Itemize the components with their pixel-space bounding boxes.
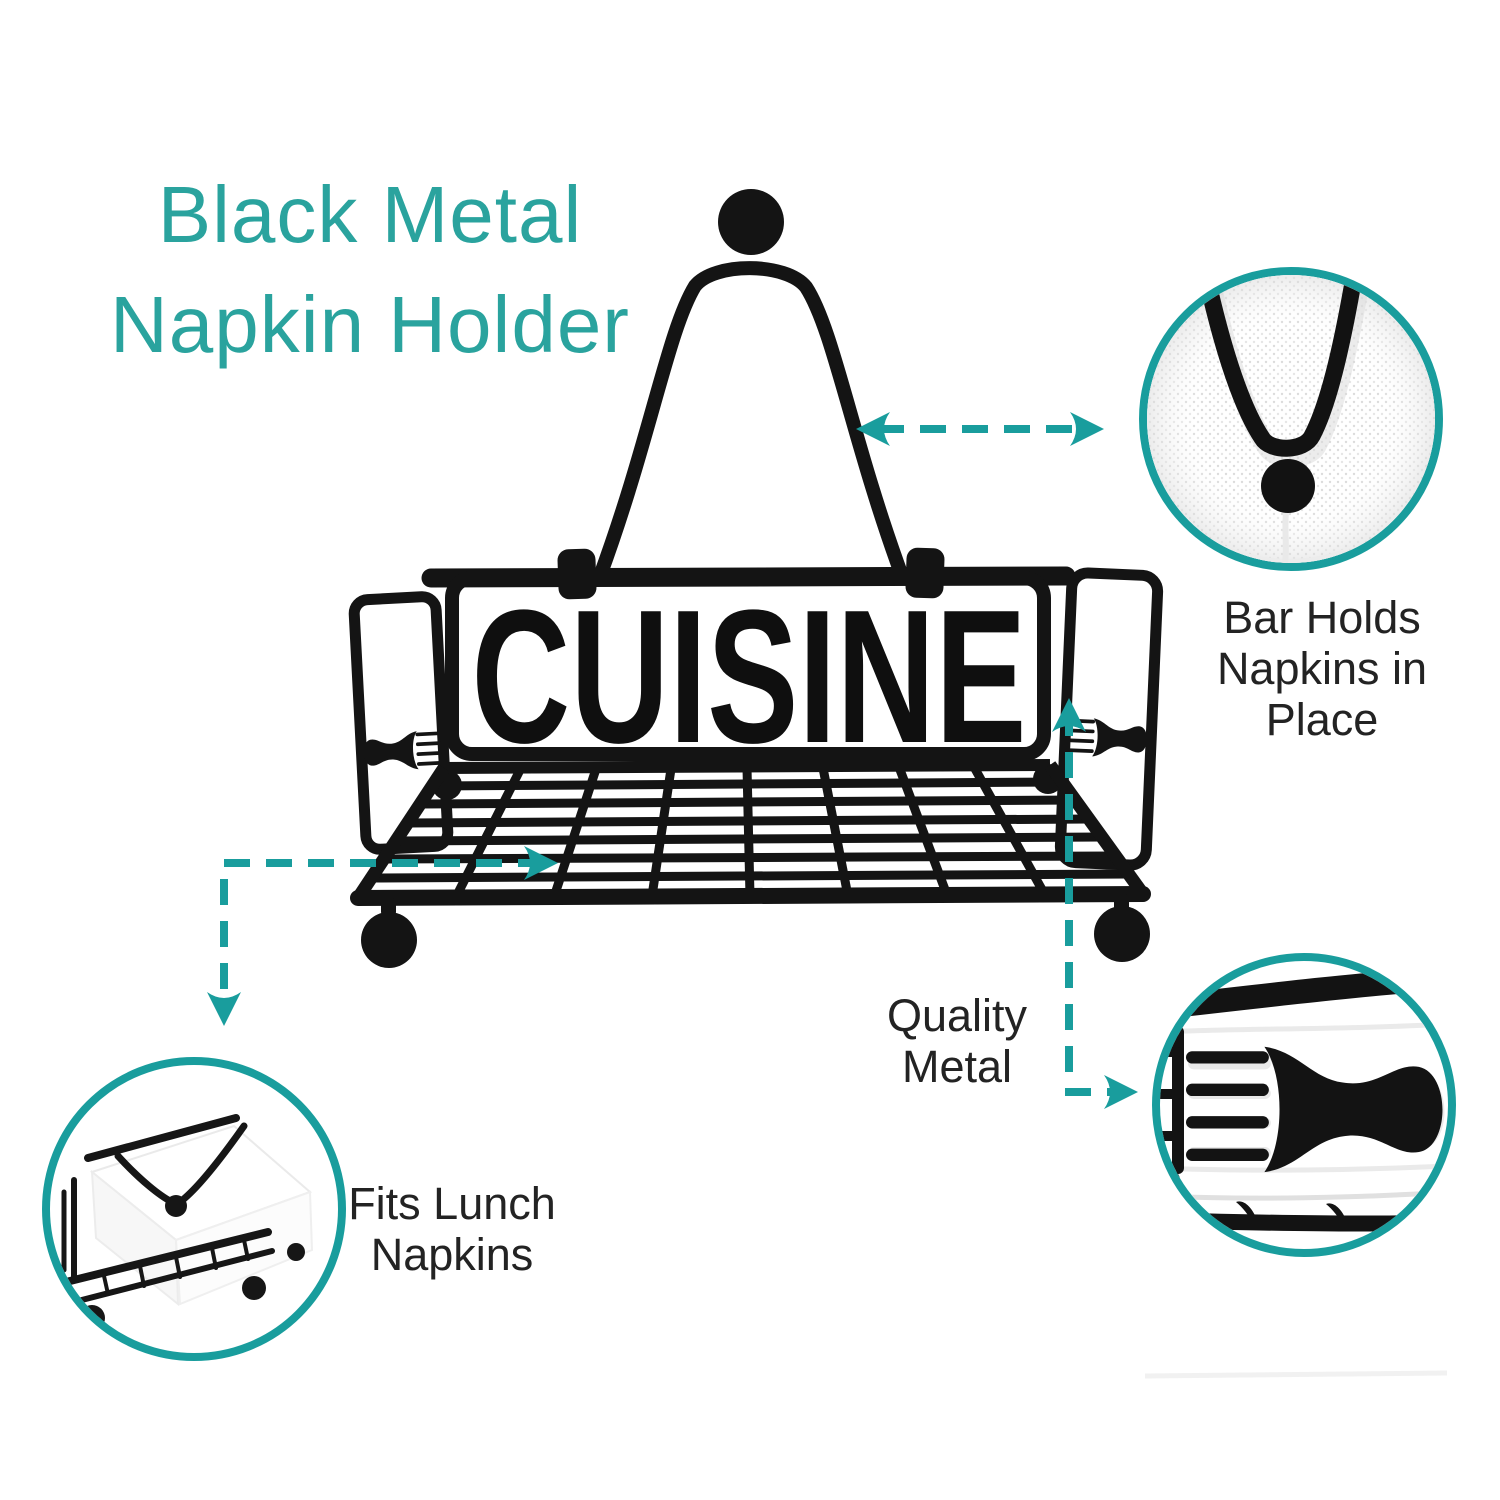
caption-line: Place xyxy=(1265,694,1379,745)
caption-line: Napkins in xyxy=(1216,643,1428,694)
grid-wire xyxy=(370,869,1132,883)
caption-line: Bar Holds xyxy=(1223,592,1421,643)
arrow-metal-detail xyxy=(1052,698,1138,1109)
ball-foot-right xyxy=(1094,906,1150,962)
caption-line: Metal xyxy=(901,1041,1013,1092)
callout-circle-bar xyxy=(1139,267,1443,571)
ball-feet xyxy=(361,894,1150,968)
lunch-napkins-photo xyxy=(61,1114,314,1331)
grid-wire xyxy=(432,777,1066,791)
fork-icon xyxy=(362,729,443,773)
product-photo: CUISINE xyxy=(348,189,1164,968)
callout-circle-metal xyxy=(1152,953,1456,1257)
grid-rail-front xyxy=(350,886,1151,906)
grid-rail-right xyxy=(1044,761,1149,898)
cuisine-cutout-text: CUISINE xyxy=(472,571,1027,783)
grid-rail-left xyxy=(352,764,450,902)
base-grid xyxy=(350,759,1151,906)
arrow-base-detail xyxy=(207,846,558,1026)
title-line-2: Napkin Holder xyxy=(110,280,630,369)
grid-rail-back xyxy=(443,759,1051,774)
ball-foot-left xyxy=(361,912,417,968)
callout-circle-lunch xyxy=(42,1057,346,1361)
arrowhead-right-icon xyxy=(1070,412,1104,446)
caption-bar-holds: Bar Holds Napkins in Place xyxy=(1142,592,1500,745)
arrow-bar-detail xyxy=(856,412,1104,446)
bar-ball-closeup xyxy=(1261,459,1315,513)
caption-quality-metal: Quality Metal xyxy=(777,990,1137,1092)
caption-line: Napkins xyxy=(370,1229,534,1280)
grid-wire xyxy=(395,832,1105,846)
caption-fits-lunch: Fits Lunch Napkins xyxy=(272,1178,632,1280)
grid-wire xyxy=(383,851,1119,864)
caption-line: Quality xyxy=(886,990,1028,1041)
ball-finial xyxy=(718,189,784,255)
holder-bar-closeup xyxy=(1195,275,1365,457)
arrowhead-down-icon xyxy=(207,992,241,1026)
grid-wire xyxy=(420,795,1079,809)
table-shadow-line xyxy=(1144,1370,1448,1379)
cuisine-panel-frame xyxy=(445,571,1051,761)
handle-arch xyxy=(593,261,909,583)
page-title: Black Metal Napkin Holder xyxy=(50,160,690,380)
title-line-1: Black Metal xyxy=(157,170,583,259)
connector-arrows xyxy=(207,412,1138,1109)
side-panel-left xyxy=(348,591,454,855)
grid-wire xyxy=(407,814,1092,828)
caption-line: Fits Lunch xyxy=(348,1178,556,1229)
bar-detail-photo xyxy=(1147,275,1435,563)
